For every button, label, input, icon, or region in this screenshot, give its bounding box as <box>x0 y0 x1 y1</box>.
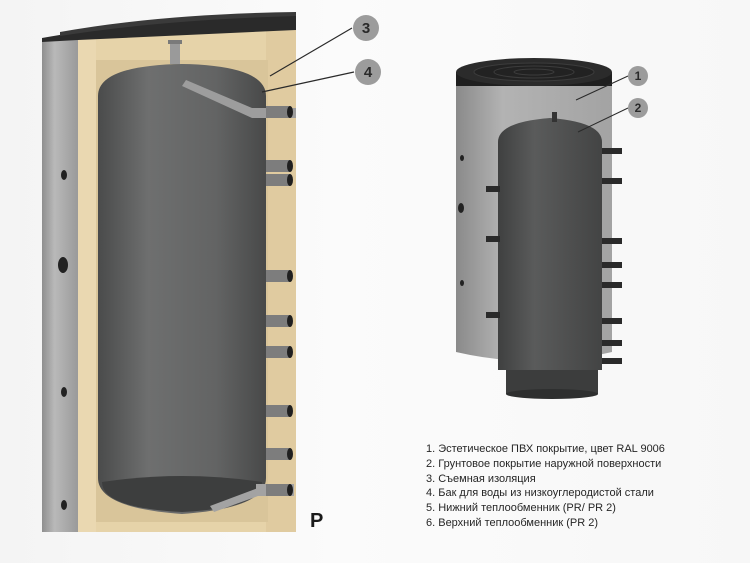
assembled-tank <box>456 58 622 399</box>
steel-tank <box>98 64 266 514</box>
side-nozzles <box>266 106 290 496</box>
callout-2-label: 2 <box>635 101 642 115</box>
callout-4: 4 <box>261 59 381 93</box>
outer-port <box>458 203 464 213</box>
outer-port <box>460 280 464 286</box>
callout-1: 1 <box>575 66 648 101</box>
cutaway-tank <box>42 12 296 532</box>
outer-port <box>460 155 464 161</box>
legend-item: 2. Грунтовое покрытие наружной поверхнос… <box>426 457 662 470</box>
legend-item: 6. Верхний теплообменник (PR 2) <box>426 516 599 529</box>
legend-item: 3. Съемная изоляция <box>426 472 536 485</box>
cover-port <box>58 257 68 273</box>
legend-item: 1. Эстетическое ПВХ покрытие, цвет RAL 9… <box>426 443 665 455</box>
callout-3: 3 <box>269 15 379 77</box>
cover-port <box>61 500 67 510</box>
callout-2: 2 <box>577 98 648 133</box>
upper-pipe <box>182 80 252 118</box>
left-nozzles <box>486 186 500 318</box>
legend-item: 4. Бак для воды из низкоуглеродистой ста… <box>426 487 654 500</box>
cover-port <box>61 170 67 180</box>
callout-3-label: 3 <box>362 20 370 37</box>
lower-pipe <box>210 488 258 512</box>
legend-item: 5. Нижний теплообменник (PR/ PR 2) <box>426 502 616 515</box>
right-nozzles <box>602 148 622 364</box>
outer-cover-left <box>42 40 78 532</box>
callout-1-label: 1 <box>635 69 642 83</box>
lid <box>42 14 296 42</box>
cover-port <box>61 387 67 397</box>
inner-tank <box>498 118 602 370</box>
callout-4-label: 4 <box>364 64 373 81</box>
legend-list: 1. Эстетическое ПВХ покрытие, цвет RAL 9… <box>426 442 665 531</box>
model-letter: P <box>310 510 323 532</box>
